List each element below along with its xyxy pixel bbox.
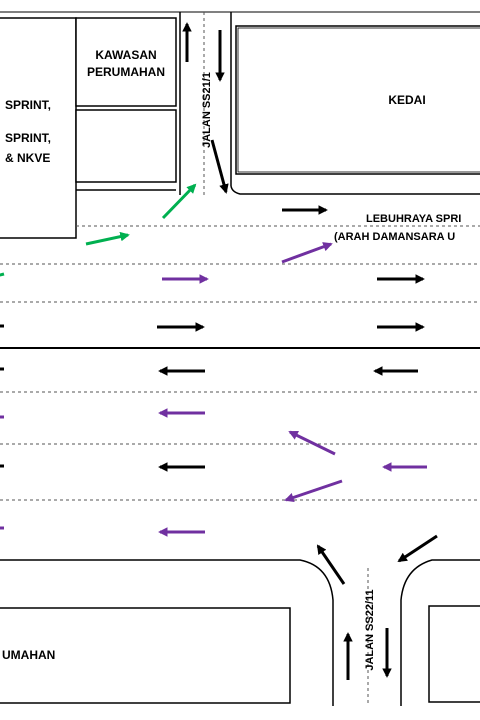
kedai-label: KEDAI: [388, 93, 425, 107]
arrow-green-edge: [0, 272, 5, 277]
kawasan-label-2: PERUMAHAN: [87, 65, 165, 79]
kawasan-label-1: KAWASAN: [95, 48, 156, 62]
road-bottom-label: JALAN SS22/11: [364, 589, 376, 670]
arrow-down-turn-top-road: [210, 139, 229, 194]
road-top-right-curb: [230, 185, 480, 195]
kedai-building: [235, 25, 480, 175]
road-top-label: JALAN SS21/1: [201, 72, 213, 148]
arrow-purple-diagonal-up: [288, 430, 336, 456]
left-building-label-1: SPRINT,: [5, 98, 51, 112]
arrow-green-lane: [85, 231, 130, 246]
kedai-inner: [237, 27, 480, 173]
bottom-left-building-label: UMAHAN: [2, 648, 55, 662]
highway-label-1: LEBUHRAYA SPRI: [366, 213, 461, 225]
bottom-left-building: [0, 607, 291, 704]
arrow-green-turn: [161, 183, 197, 220]
arrow-purple-merge: [281, 242, 333, 264]
bottom-right-curb: [400, 559, 480, 706]
highway-label-2: (ARAH DAMANSARA U: [334, 231, 455, 243]
residential-block: [75, 109, 177, 183]
left-building-label-3: & NKVE: [5, 151, 50, 165]
bottom-right-building: [428, 605, 480, 703]
arrow-turn-into-bottom-road: [397, 534, 438, 563]
bottom-left-curb: [0, 559, 334, 706]
left-building: [0, 17, 77, 239]
left-building-label-2: SPRINT,: [5, 131, 51, 145]
arrow-purple-diagonal-down: [284, 479, 343, 503]
arrow-turn-from-bottom-road: [316, 544, 346, 585]
kawasan-perumahan-building: [75, 17, 177, 107]
